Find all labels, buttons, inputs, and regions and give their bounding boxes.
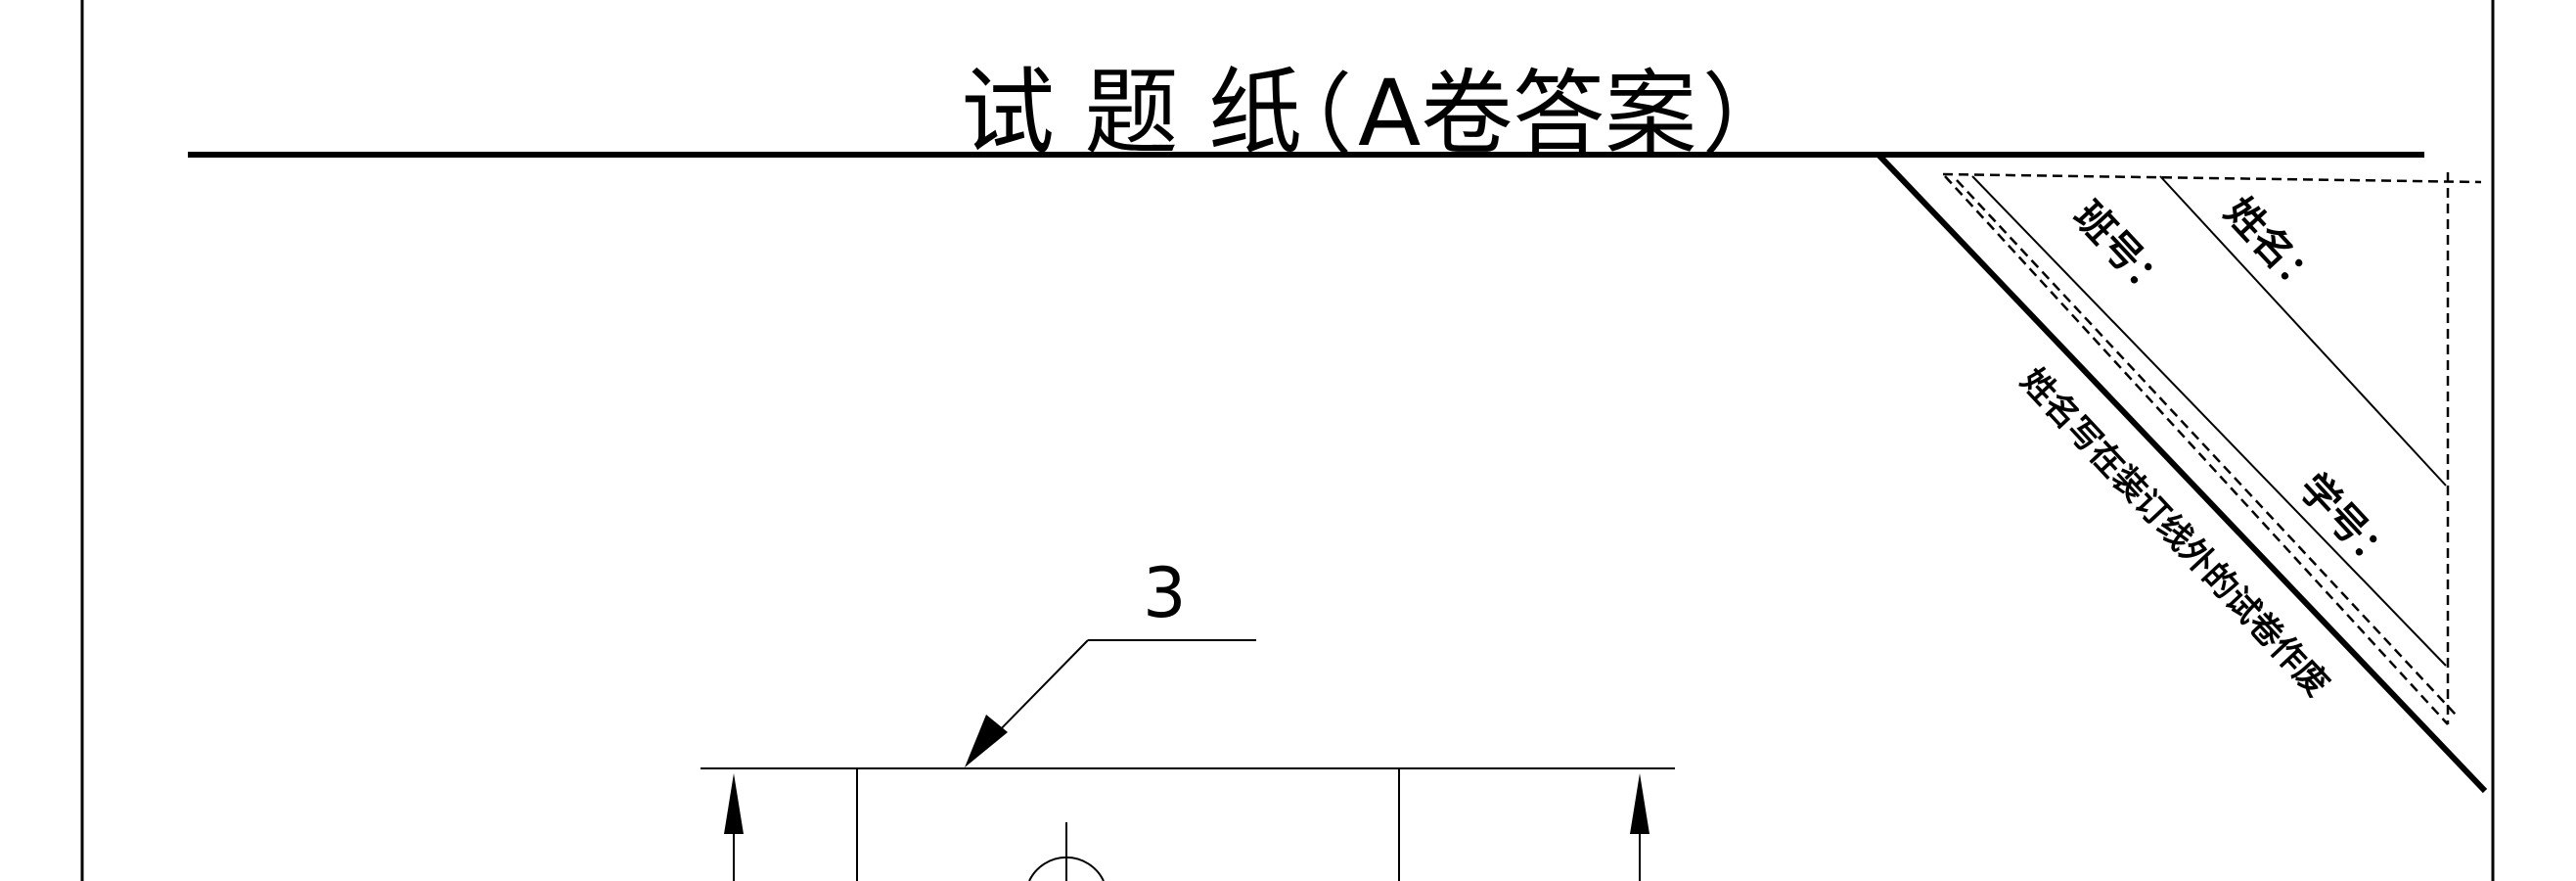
hole-circle-arc — [1028, 856, 1105, 881]
technical-drawing: 3 — [700, 553, 1675, 881]
leader-label-3: 3 — [1143, 553, 1187, 633]
binding-class-label: 班号： — [2065, 193, 2178, 309]
title-paren-open: （ — [1264, 64, 1352, 166]
title-answer-label: A卷答案 — [1358, 61, 1696, 167]
binding-student-id-label: 学号： — [2290, 465, 2403, 581]
binding-margin: 姓名： 班号： 学号： 姓名写在装订线外的试卷作废 — [1876, 152, 2488, 794]
binding-outer-line — [1876, 152, 2488, 794]
dimension-arrow-right — [1630, 773, 1650, 834]
binding-dashed-top — [1942, 172, 2482, 184]
leader-arrowhead — [965, 715, 1008, 767]
binding-line-class — [1971, 175, 2447, 667]
dimension-arrow-left — [724, 773, 744, 834]
title-paren-close: ） — [1702, 64, 1790, 166]
binding-line-name — [2159, 175, 2447, 487]
binding-name-label: 姓名： — [2216, 189, 2328, 305]
binding-dashed-line-1 — [1944, 175, 2449, 725]
leader-line — [987, 639, 1089, 743]
binding-dashed-line-2 — [1956, 179, 2457, 716]
title-main: 试 题 纸 — [961, 58, 1302, 167]
